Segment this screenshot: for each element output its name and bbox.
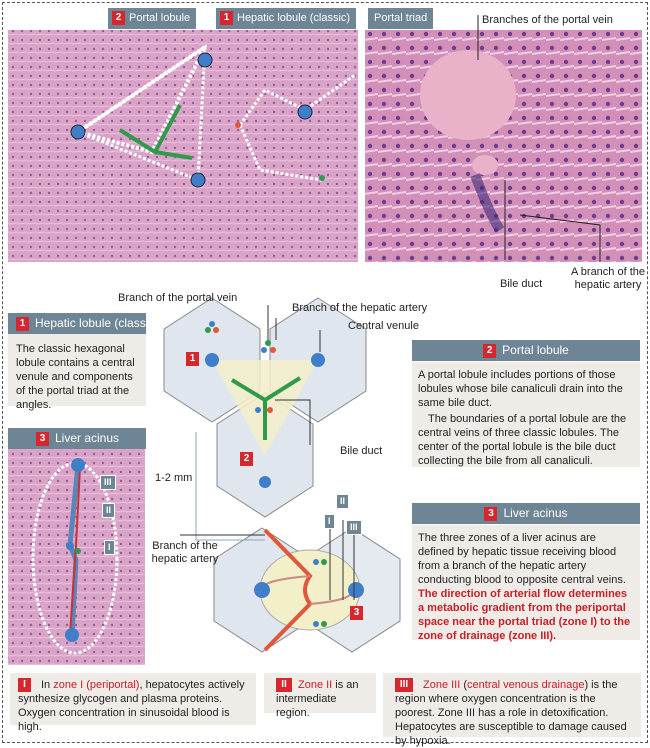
paragraph: The three zones of a liver acinus are de… bbox=[418, 532, 626, 586]
callout-portal-vein: Branches of the portal vein bbox=[482, 14, 613, 26]
text: ) is the region where oxygen concentrati… bbox=[395, 679, 627, 747]
zone-iii-tag: III bbox=[100, 475, 116, 490]
marker-3: 3 bbox=[36, 432, 49, 446]
paragraph: A portal lobule includes portions of tho… bbox=[418, 369, 623, 409]
callout-hepatic-artery: A branch of the hepatic artery bbox=[571, 266, 645, 291]
label-branch-hepatic-artery-lower: Branch of the hepatic artery bbox=[151, 540, 219, 565]
zone-iii-marker: III bbox=[395, 678, 413, 692]
label-branch-hepatic-artery: Branch of the hepatic artery bbox=[292, 302, 428, 314]
emphasis: Zone II bbox=[298, 679, 333, 691]
label-branch-portal-vein: Branch of the portal vein bbox=[118, 292, 238, 304]
text: ( bbox=[460, 679, 468, 691]
liver-acinus-text: The three zones of a liver acinus are de… bbox=[412, 525, 640, 642]
zone-iii-tag: III bbox=[346, 520, 362, 535]
portal-lobule-header: 2 Portal lobule bbox=[412, 340, 640, 361]
marker-2: 2 bbox=[483, 344, 497, 358]
histology-photo-acinus bbox=[8, 448, 145, 665]
marker-1: 1 bbox=[16, 317, 29, 331]
label-central-venule: Central venule bbox=[348, 320, 419, 332]
callout-bile-duct: Bile duct bbox=[500, 278, 543, 290]
portal-lobule-text: A portal lobule includes portions of tho… bbox=[412, 362, 640, 467]
label-bile-duct: Bile duct bbox=[340, 445, 383, 457]
lobule-diagram bbox=[163, 297, 401, 653]
header-title: Liver acinus bbox=[55, 431, 120, 445]
histology-photo-lobules bbox=[8, 30, 358, 262]
zone-ii-tag: II bbox=[102, 503, 116, 518]
zone-i-tag: I bbox=[104, 540, 115, 555]
header-title: Liver acinus bbox=[503, 506, 568, 520]
zone-ii-tag: II bbox=[336, 494, 350, 509]
text: , hepatocytes actively synthesize glycog… bbox=[18, 679, 245, 733]
portal-triad-photo-label: Portal triad bbox=[368, 8, 434, 29]
emphasis: central venous drainage bbox=[467, 679, 585, 691]
liver-acinus-photo-header: 3 Liver acinus bbox=[8, 428, 146, 449]
text: In bbox=[41, 679, 54, 691]
emphasis: zone I (periportal) bbox=[53, 679, 140, 691]
header-title: Hepatic lobule (classic) bbox=[35, 316, 159, 330]
zone-i-tag: I bbox=[324, 514, 335, 529]
zone-i-marker: I bbox=[18, 678, 31, 692]
emphasis: Zone III bbox=[423, 679, 461, 691]
label-scale: 1-2 mm bbox=[155, 472, 193, 484]
marker-1: 1 bbox=[186, 352, 199, 366]
histology-photo-portal-triad bbox=[365, 15, 642, 262]
hepatic-lobule-photo-label: 1 Hepatic lobule (classic) bbox=[216, 8, 357, 29]
marker-3: 3 bbox=[484, 507, 498, 521]
zone-i-box: I In zone I (periportal), hepatocytes act… bbox=[10, 673, 256, 733]
marker-2: 2 bbox=[112, 11, 125, 25]
marker-3: 3 bbox=[350, 606, 363, 620]
zone-ii-marker: II bbox=[276, 678, 292, 692]
zone-iii-box: III Zone III (central venous drainage) is… bbox=[383, 673, 641, 747]
portal-lobule-photo-label: 2 Portal lobule bbox=[108, 8, 197, 29]
label-text: Portal lobule bbox=[129, 12, 191, 24]
marker-2: 2 bbox=[240, 452, 253, 466]
marker-1: 1 bbox=[220, 11, 233, 25]
paragraph: The boundaries of a portal lobule are th… bbox=[418, 413, 627, 467]
zone-ii-box: II Zone II is an intermediate region. bbox=[264, 673, 376, 719]
text: is an intermediate region. bbox=[276, 679, 359, 719]
highlight-text: The direction of arterial flow determine… bbox=[418, 588, 631, 642]
header-title: Portal lobule bbox=[502, 343, 569, 357]
hepatic-lobule-header: 1 Hepatic lobule (classic) bbox=[8, 313, 158, 334]
hepatic-lobule-text: The classic hexagonal lobule contains a … bbox=[8, 334, 146, 411]
liver-acinus-header: 3 Liver acinus bbox=[412, 503, 640, 524]
label-text: Hepatic lobule (classic) bbox=[237, 12, 351, 24]
